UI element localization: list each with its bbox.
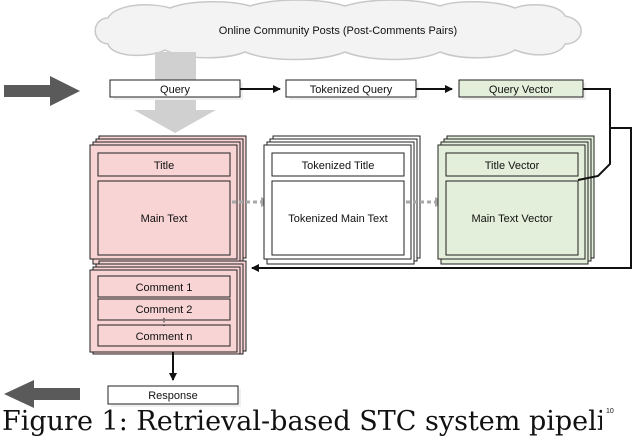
post-stack <box>89 135 247 265</box>
query-label: Query <box>160 84 190 96</box>
query-box <box>109 79 243 100</box>
tokenized-main-text-label: Tokenized Main Text <box>288 213 387 225</box>
comment-2-label: Comment 2 <box>136 304 193 316</box>
tokenized-title-label: Tokenized Title <box>302 160 375 172</box>
output-arrow <box>4 380 80 408</box>
response-label: Response <box>148 390 198 402</box>
comments-stack <box>89 260 247 355</box>
tokenized-query-label: Tokenized Query <box>310 84 393 96</box>
tokenized-query-box <box>285 79 419 100</box>
comment-ellipsis: ⋮ <box>159 317 169 328</box>
vector-stack <box>437 135 595 265</box>
post-title-label: Title <box>154 160 174 172</box>
match-connector <box>577 128 611 181</box>
cloud-label: Online Community Posts (Post-Comments Pa… <box>219 25 457 37</box>
figure-caption: Figure 1: Retrieval-based STC system pip… <box>2 406 602 437</box>
cloud-shape <box>94 0 582 61</box>
query-vector-label: Query Vector <box>489 84 554 96</box>
comment-1-label: Comment 1 <box>136 282 193 294</box>
main-text-vector-label: Main Text Vector <box>471 213 552 225</box>
query-vector-connector <box>251 88 632 272</box>
comment-n-label: Comment n <box>136 331 193 343</box>
response-box <box>107 385 241 407</box>
post-main-text-label: Main Text <box>141 213 188 225</box>
input-arrow <box>4 76 80 106</box>
page-number: 10 <box>606 408 614 415</box>
title-vector-label: Title Vector <box>485 160 540 172</box>
tokenized-stack <box>263 135 421 265</box>
